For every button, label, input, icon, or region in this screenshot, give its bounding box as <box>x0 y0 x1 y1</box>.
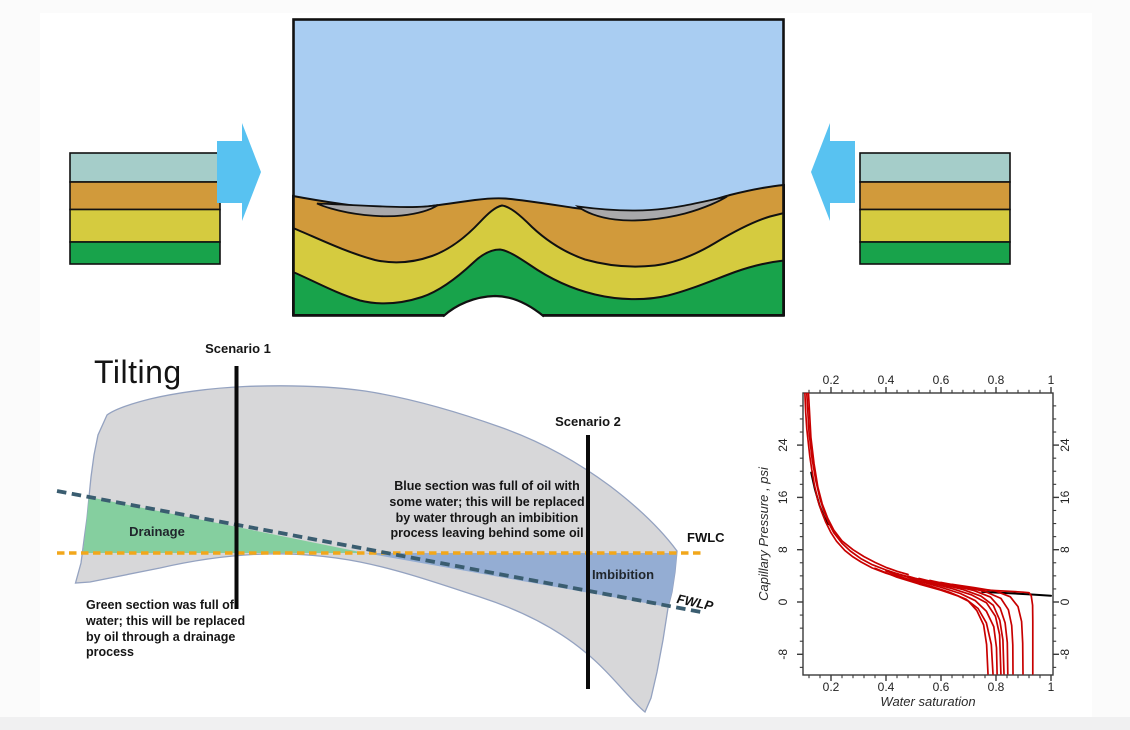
curve-primary-drainage-bounding <box>804 392 1034 675</box>
y-tick-label-right: -8 <box>1058 649 1072 660</box>
bottom-margin-band <box>0 717 1130 730</box>
y-tick-label-right: 24 <box>1058 438 1072 452</box>
left-block-green-layer <box>69 241 221 265</box>
green-note-line: process <box>86 645 134 660</box>
x-tick-label-bottom: 1 <box>1048 680 1055 694</box>
x-axis-title: Water saturation <box>880 694 975 709</box>
right-layered-block <box>859 152 1011 265</box>
x-tick-label-bottom: 0.8 <box>988 680 1005 694</box>
left-block-orange-layer <box>69 181 221 211</box>
right-block-orange-layer <box>859 181 1011 211</box>
curve-drainage-strand-3 <box>807 392 909 576</box>
right-block-teal-layer <box>859 152 1011 183</box>
tilting-title: Tilting <box>94 354 182 390</box>
curve-scanning-curve-sw-0.804 <box>896 572 998 675</box>
folded-green-layer <box>292 248 785 316</box>
y-tick-label-left: 24 <box>776 438 790 452</box>
curve-reference-segment-lower <box>981 590 1052 597</box>
left-block-teal-layer <box>69 152 221 183</box>
scenario2-label: Scenario 2 <box>555 414 621 429</box>
blue-note-line: by water through an imbibition <box>395 510 579 525</box>
curve-scanning-curve-sw-0.829 <box>918 577 1005 675</box>
x-tick-label-bottom: 0.2 <box>823 680 840 694</box>
x-tick-label-top: 0.2 <box>823 373 840 387</box>
curve-scanning-curve-sw-0.789 <box>885 570 994 675</box>
y-tick-label-right: 16 <box>1058 490 1072 504</box>
green-note-line: by oil through a drainage <box>86 629 236 644</box>
drainage-label: Drainage <box>129 524 185 539</box>
fwlc-label: FWLC <box>687 530 725 545</box>
y-tick-label-left: 0 <box>776 598 790 605</box>
right-block-yellow-layer <box>859 208 1011 243</box>
compression-figure <box>69 18 1011 318</box>
x-tick-label-top: 0.8 <box>988 373 1005 387</box>
y-tick-label-left: 16 <box>776 490 790 504</box>
left-arrow-icon <box>811 123 855 221</box>
gray-lens-right <box>574 195 728 222</box>
right-arrow-icon <box>217 123 261 221</box>
x-tick-label-top: 0.6 <box>933 373 950 387</box>
curve-scanning-curve-sw-0.843 <box>929 579 1009 675</box>
left-block-yellow-layer <box>69 208 221 243</box>
tilting-figure <box>56 366 702 714</box>
curve-scanning-curve-sw-0.898 <box>951 583 1024 675</box>
blue-note-line: Blue section was full of oil with <box>394 479 580 493</box>
blue-note: Blue section was full of oil with some w… <box>387 479 587 542</box>
x-tick-label-bottom: 0.6 <box>933 680 950 694</box>
capillary-pressure-chart: 0.2 0.2 0.4 0.4 0.6 0.6 0.8 0.8 1 1 -8 -8 0 0 8 8 16 16 24… <box>756 373 1072 709</box>
folded-cross-section <box>292 18 785 318</box>
folded-yellow-layer <box>292 204 785 316</box>
curve-scanning-curve-sw-0.818 <box>907 575 1002 675</box>
x-tick-label-bottom: 0.4 <box>878 680 895 694</box>
y-tick-label-left: -8 <box>776 649 790 660</box>
y-tick-label-left: 8 <box>776 546 790 553</box>
blue-note-line: process leaving behind some oil <box>390 526 584 541</box>
curve-drainage-strand-2 <box>805 392 953 586</box>
bottom-notch-outline <box>442 294 545 318</box>
gray-lens-left <box>316 202 439 218</box>
imbibition-label: Imbibition <box>591 567 655 582</box>
curve-scanning-curve-sw-0.862 <box>940 581 1014 675</box>
chart-frame <box>802 392 1054 676</box>
y-axis-title: Capillary Pressure , psi <box>756 466 771 601</box>
y-tick-label-right: 0 <box>1058 598 1072 605</box>
blue-note-line: some water; this will be replaced <box>389 494 585 509</box>
left-layered-block <box>69 152 221 265</box>
green-note-line: Green section was full of <box>86 598 234 612</box>
green-note: Green section was full of water; this wi… <box>86 598 245 661</box>
scenario1-label: Scenario 1 <box>205 341 271 356</box>
x-tick-label-top: 0.4 <box>878 373 895 387</box>
x-tick-label-top: 1 <box>1048 373 1055 387</box>
fwlp-dashed-line <box>56 489 702 614</box>
green-note-line: water; this will be replaced <box>86 613 246 628</box>
right-block-green-layer <box>859 241 1011 265</box>
y-tick-label-right: 8 <box>1058 546 1072 553</box>
